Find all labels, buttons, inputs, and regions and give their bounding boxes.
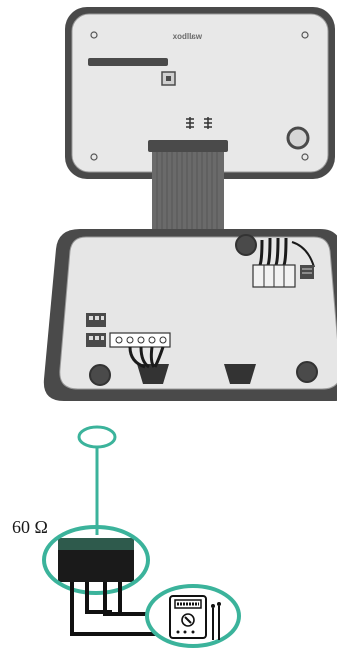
multimeter-icon	[147, 586, 239, 646]
cable-gland	[297, 362, 317, 382]
cable-gland	[236, 235, 256, 255]
resistance-label: 60 Ω	[12, 517, 48, 538]
measurement-detail	[44, 427, 239, 646]
label-strip	[88, 58, 168, 66]
bottom-base	[44, 229, 337, 401]
cable-gland	[90, 365, 110, 385]
lead-loop	[79, 427, 115, 447]
brand-logo: wallbox	[172, 32, 203, 41]
round-button	[288, 128, 308, 148]
